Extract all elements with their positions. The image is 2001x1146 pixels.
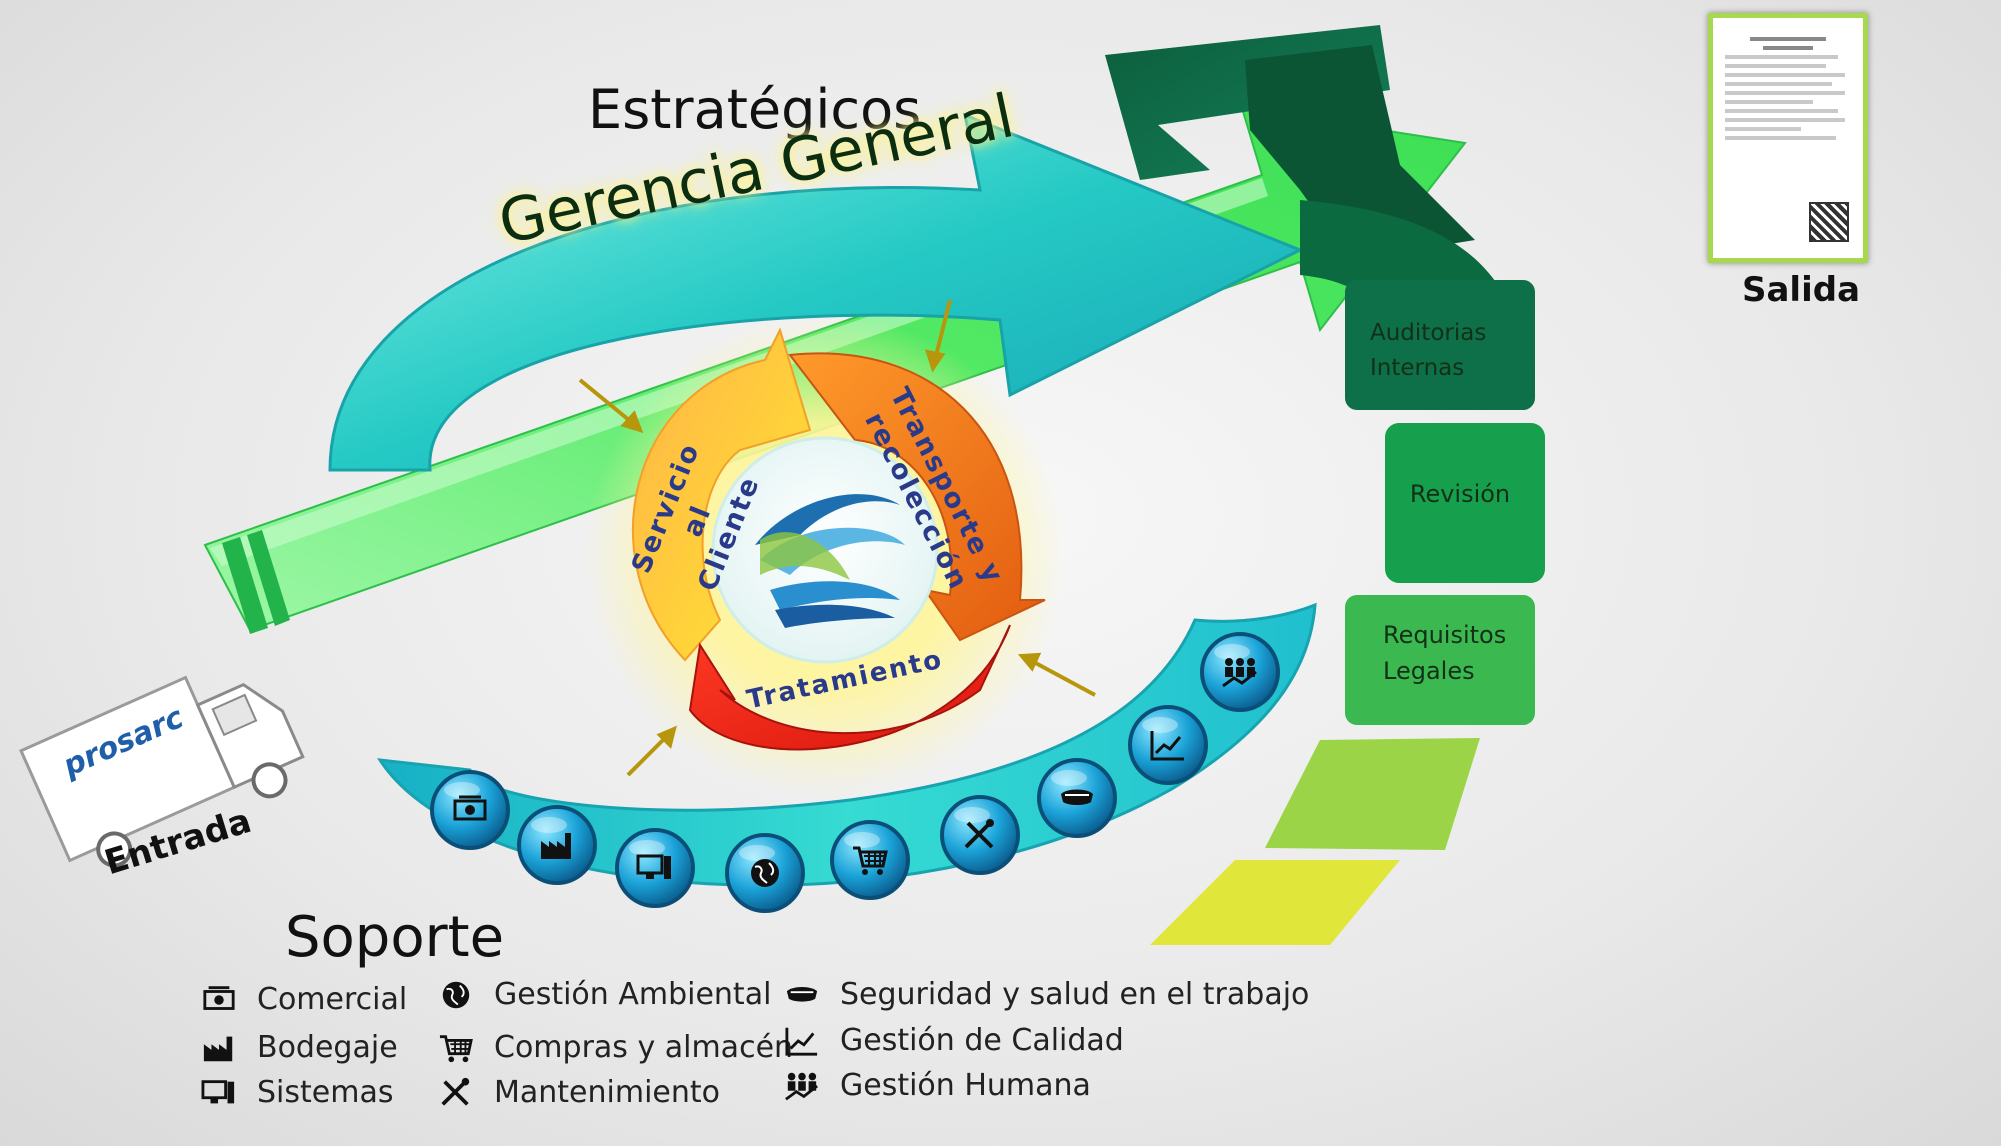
strategic-title: Estratégicos bbox=[588, 78, 922, 141]
legend-item: Compras y almacén bbox=[432, 1030, 793, 1065]
core-process-cycle bbox=[585, 315, 1065, 795]
factory-icon bbox=[541, 833, 571, 859]
water-logo-icon bbox=[755, 494, 905, 628]
factory-icon bbox=[203, 1036, 233, 1061]
chart-icon bbox=[1150, 731, 1184, 761]
legend-item: Gestión Ambiental bbox=[432, 977, 771, 1012]
people-growth-icon bbox=[785, 1072, 818, 1100]
support-ball bbox=[1128, 705, 1208, 785]
truck-image bbox=[19, 675, 305, 868]
globe-icon bbox=[442, 981, 470, 1008]
legend-label: Gestión Humana bbox=[840, 1068, 1091, 1103]
step-requisitos: Requisitos Legales bbox=[1383, 621, 1507, 685]
legend-label: Sistemas bbox=[257, 1075, 394, 1110]
legend-label: Seguridad y salud en el trabajo bbox=[840, 977, 1310, 1012]
support-ball bbox=[725, 833, 805, 913]
chart-icon bbox=[785, 1027, 818, 1056]
step-revision: Revisión bbox=[1409, 480, 1511, 508]
tools-icon bbox=[441, 1077, 470, 1106]
legend-label: Compras y almacén bbox=[494, 1030, 794, 1065]
support-ball bbox=[430, 770, 510, 850]
support-ball bbox=[830, 820, 910, 900]
support-ball bbox=[615, 828, 695, 908]
pointer-arrows bbox=[578, 299, 1096, 777]
support-title: Soporte bbox=[285, 905, 505, 970]
certificate-document bbox=[1708, 13, 1868, 263]
support-ball bbox=[1037, 758, 1117, 838]
support-ball bbox=[517, 805, 597, 885]
legend-label: Comercial bbox=[257, 982, 408, 1017]
legend-item: Comercial bbox=[195, 982, 407, 1017]
people-growth-icon bbox=[1222, 658, 1257, 688]
support-ball bbox=[940, 795, 1020, 875]
legend-item: Mantenimiento bbox=[432, 1075, 720, 1110]
computer-icon bbox=[636, 854, 671, 879]
step-auditorias: Auditorias Internas bbox=[1370, 320, 1487, 381]
cart-icon bbox=[439, 1034, 473, 1062]
strategic-arc bbox=[328, 112, 1304, 472]
legend-item: Gestión Humana bbox=[778, 1068, 1091, 1103]
legend-label: Gestión Ambiental bbox=[494, 977, 772, 1012]
legend-label: Bodegaje bbox=[257, 1030, 398, 1065]
legend-item: Bodegaje bbox=[195, 1030, 398, 1065]
legend-label: Mantenimiento bbox=[494, 1075, 720, 1110]
legend-item: Sistemas bbox=[195, 1075, 393, 1110]
globe-icon bbox=[751, 859, 779, 887]
goggles-icon bbox=[786, 986, 818, 1002]
cart-icon bbox=[853, 846, 888, 875]
money-icon bbox=[453, 795, 487, 821]
legend-item: Gestión de Calidad bbox=[778, 1023, 1124, 1058]
computer-icon bbox=[201, 1079, 235, 1103]
legend-item: Seguridad y salud en el trabajo bbox=[778, 977, 1309, 1012]
tools-icon bbox=[964, 819, 994, 849]
goggles-icon bbox=[1061, 789, 1093, 805]
salida-label: Salida bbox=[1742, 270, 1861, 310]
legend-label: Gestión de Calidad bbox=[840, 1023, 1124, 1058]
exit-steps bbox=[1150, 280, 1545, 945]
support-ball bbox=[1200, 632, 1280, 712]
money-icon bbox=[203, 985, 235, 1010]
